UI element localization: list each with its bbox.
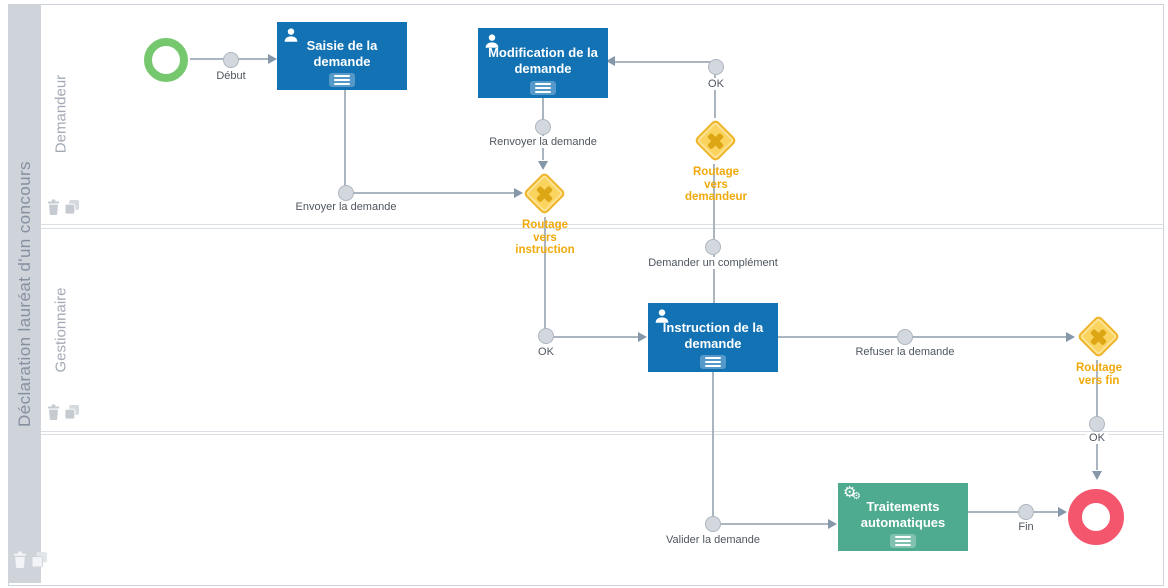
lane-actions (46, 404, 80, 420)
flow-label-envoyer[interactable]: Envoyer la demande (292, 201, 400, 213)
trash-icon[interactable] (12, 551, 28, 568)
task-title: Instruction de la demande (662, 319, 764, 351)
flow-label-debut[interactable]: Début (213, 70, 249, 82)
copy-icon[interactable] (64, 404, 80, 420)
menu-icon[interactable] (329, 73, 355, 87)
flow-label-ok-top[interactable]: OK (705, 78, 727, 90)
arrowhead-icon (514, 188, 523, 198)
gateway-routage-vers-instruction[interactable]: Routage vers instruction (515, 171, 575, 256)
gateway-routage-vers-demandeur[interactable]: Routage vers demandeur (685, 118, 747, 203)
arrowhead-icon (638, 332, 647, 342)
gateway-label[interactable]: Routage vers fin (1076, 362, 1122, 387)
task-modification-de-la-demande[interactable]: Modification de la demande (478, 28, 608, 98)
lane-separator (41, 434, 1163, 435)
lane-separator (41, 224, 1163, 225)
connection-point[interactable] (705, 516, 721, 532)
menu-icon[interactable] (890, 534, 916, 548)
menu-icon[interactable] (700, 355, 726, 369)
person-icon (282, 26, 300, 44)
flow-label-ok-bottom[interactable]: OK (1086, 432, 1108, 444)
connection-point[interactable] (223, 52, 239, 68)
copy-icon[interactable] (64, 199, 80, 215)
pool-actions (12, 551, 48, 568)
menu-icon[interactable] (530, 81, 556, 95)
task-instruction-de-la-demande[interactable]: Instruction de la demande (648, 303, 778, 372)
flow-line (713, 164, 715, 303)
flow-line (778, 336, 1068, 338)
task-saisie-de-la-demande[interactable]: Saisie de la demande (277, 22, 407, 90)
lane-separator (41, 431, 1163, 432)
lane-label-demandeur[interactable]: Demandeur (52, 74, 70, 154)
task-title: Saisie de la demande (306, 38, 378, 70)
person-icon (483, 32, 501, 50)
flow-line (344, 90, 346, 193)
flow-line (721, 523, 828, 525)
flow-line (968, 511, 1058, 513)
arrowhead-icon (1092, 471, 1102, 480)
flow-line (544, 217, 546, 337)
arrowhead-icon (828, 519, 837, 529)
connection-point[interactable] (535, 119, 551, 135)
gateway-label[interactable]: Routage vers instruction (515, 219, 575, 256)
task-traitements-automatiques[interactable]: ⚙⚙ Traitements automatiques (838, 483, 968, 551)
trash-icon[interactable] (46, 199, 61, 215)
connection-point[interactable] (897, 329, 913, 345)
connection-point[interactable] (705, 239, 721, 255)
flow-label-fin[interactable]: Fin (1015, 521, 1037, 533)
flow-line (552, 336, 638, 338)
connection-point[interactable] (538, 328, 554, 344)
gears-icon: ⚙⚙ (843, 483, 861, 502)
exclusive-gateway-icon (522, 171, 567, 216)
flow-line (714, 62, 716, 118)
flow-line (1096, 360, 1098, 470)
task-title: Traitements automatiques (860, 499, 946, 531)
connection-point[interactable] (708, 59, 724, 75)
connection-point[interactable] (1089, 416, 1105, 432)
arrowhead-icon (538, 161, 548, 170)
arrowhead-icon (268, 54, 277, 64)
flow-label-refuser[interactable]: Refuser la demande (852, 346, 958, 358)
flow-label-valider[interactable]: Valider la demande (663, 534, 763, 546)
lane-label-gestionnaire[interactable]: Gestionnaire (52, 287, 70, 373)
task-title: Modification de la demande (488, 45, 598, 77)
flow-line (346, 192, 514, 194)
arrowhead-icon (1058, 507, 1067, 517)
flow-line (614, 61, 716, 63)
arrowhead-icon (1066, 332, 1075, 342)
flow-line (712, 372, 714, 524)
arrowhead-icon (606, 56, 615, 66)
flow-label-ok-mid[interactable]: OK (535, 346, 557, 358)
trash-icon[interactable] (46, 404, 61, 420)
connection-point[interactable] (1018, 504, 1034, 520)
pool-header[interactable] (8, 5, 41, 583)
gateway-label[interactable]: Routage vers demandeur (685, 166, 747, 203)
gateway-routage-vers-fin[interactable]: Routage vers fin (1076, 314, 1122, 387)
person-icon (653, 307, 671, 325)
flow-label-renvoyer[interactable]: Renvoyer la demande (486, 136, 600, 148)
exclusive-gateway-icon (1076, 314, 1121, 359)
flow-label-demander[interactable]: Demander un complément (645, 257, 781, 269)
lane-separator (41, 228, 1163, 229)
pool-title[interactable]: Déclaration lauréat d'un concours (15, 161, 34, 427)
connection-point[interactable] (338, 185, 354, 201)
lane-actions (46, 199, 80, 215)
start-event[interactable] (144, 38, 188, 82)
exclusive-gateway-icon (693, 118, 738, 163)
copy-icon[interactable] (31, 551, 48, 568)
end-event[interactable] (1068, 489, 1124, 545)
